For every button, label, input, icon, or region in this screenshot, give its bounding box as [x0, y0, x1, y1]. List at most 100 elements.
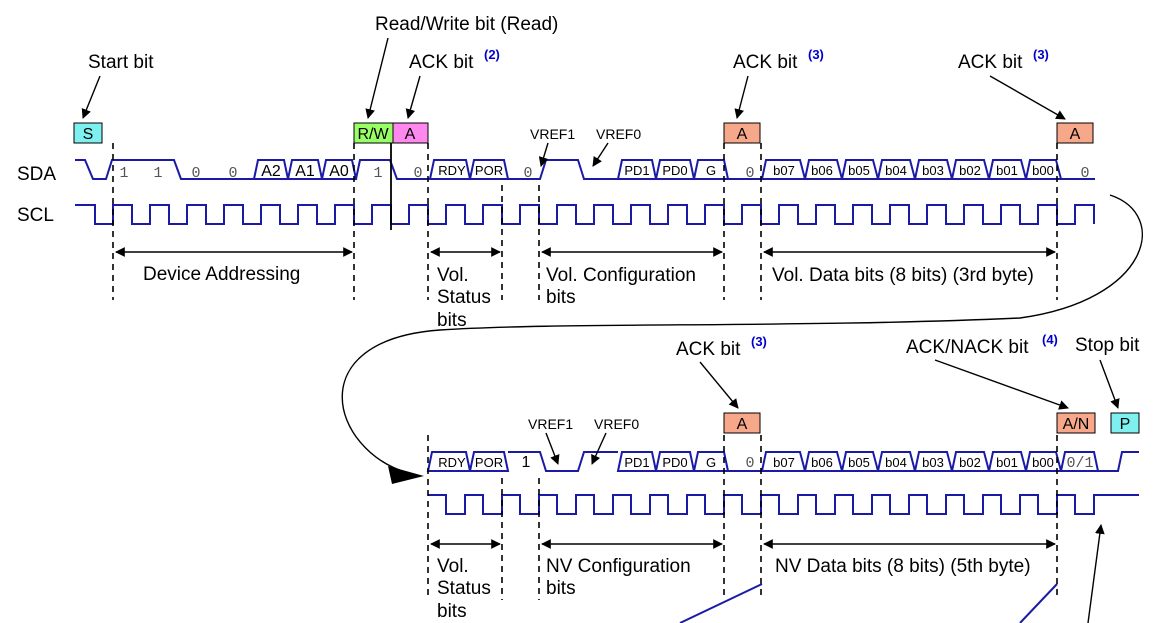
start-box: S — [73, 122, 103, 144]
svg-text:bits: bits — [546, 578, 576, 599]
data-tail-value: 0 — [1080, 165, 1089, 182]
continuation-arrowhead — [388, 466, 424, 484]
row1-guides — [112, 143, 1058, 300]
ack-nack-value: 0/1 — [1066, 455, 1093, 472]
svg-text:b04: b04 — [885, 455, 907, 470]
pd1-bit: PD1 — [624, 163, 649, 178]
svg-text:bits: bits — [437, 310, 467, 331]
ack-nack-box: A/N — [1056, 412, 1096, 434]
addr-bit-values: 1 1 0 0 — [119, 165, 237, 182]
svg-text:P: P — [1120, 416, 1131, 433]
sda-label: SDA — [17, 164, 56, 185]
stop-bit-callout: Stop bit — [1075, 335, 1140, 356]
scl-waveform-2 — [428, 494, 1139, 515]
g-bit-2: G — [706, 455, 716, 470]
pd0-bit: PD0 — [662, 163, 687, 178]
svg-text:A: A — [737, 126, 748, 143]
svg-text:NV Configuration: NV Configuration — [546, 556, 691, 577]
note-3a: (3) — [808, 47, 824, 62]
g-bit: G — [706, 163, 716, 178]
start-bit-arrow — [81, 75, 101, 119]
svg-text:b06: b06 — [811, 455, 833, 470]
vref0-arrow — [592, 142, 609, 167]
row2-guides — [427, 435, 1058, 600]
por-bit: POR — [475, 163, 503, 178]
svg-text:Vol.: Vol. — [437, 265, 469, 286]
ack-bit-callout-4: ACK bit — [676, 339, 741, 360]
ack-box-data: A — [1056, 122, 1094, 144]
sda-waveform-1 — [75, 159, 254, 180]
svg-text:b03: b03 — [922, 455, 944, 470]
ack-bit-callout-2: ACK bit — [733, 52, 798, 73]
bottom-trace-1 — [679, 583, 763, 623]
pd0-bit-2: PD0 — [662, 455, 687, 470]
note-2: (2) — [484, 47, 500, 62]
vref0-arrow-2 — [591, 432, 607, 465]
ack-bit-callout-3: ACK bit — [958, 52, 1023, 73]
note-4: (4) — [1042, 332, 1058, 347]
svg-text:b07: b07 — [773, 163, 795, 178]
sda-vref-segment — [508, 159, 618, 180]
ack-bit-callout-1: ACK bit — [409, 52, 474, 73]
data-lead-value-2: 0 — [745, 455, 754, 472]
rdy-bit: RDY — [438, 163, 466, 178]
note-3c: (3) — [751, 334, 767, 349]
rw-bit-callout: Read/Write bit (Read) — [375, 14, 558, 35]
ack-nack-callout: ACK/NACK bit — [906, 337, 1029, 358]
stop-bit-arrow — [1099, 359, 1120, 409]
svg-text:R/W: R/W — [357, 126, 389, 143]
config-lead-value-2: 1 — [522, 454, 531, 471]
ack-arrow-4 — [699, 361, 739, 409]
svg-text:S: S — [83, 126, 94, 143]
svg-text:A: A — [405, 126, 416, 143]
svg-text:0: 0 — [191, 165, 200, 182]
addr-pin-labels: A2 A1 A0 — [261, 163, 349, 180]
svg-text:1: 1 — [119, 165, 128, 182]
device-addressing-label: Device Addressing — [143, 264, 300, 285]
nv-data-label: NV Data bits (8 bits) (5th byte) — [775, 556, 1031, 577]
vref0-label: VREF0 — [596, 126, 641, 142]
svg-text:b00: b00 — [1032, 455, 1054, 470]
data-bit-labels-2: b07 b06 b05 b04 b03 b02 b01 b00 — [773, 455, 1054, 470]
ack-box-row2: A — [723, 412, 761, 434]
svg-text:b05: b05 — [848, 455, 870, 470]
svg-text:A2: A2 — [261, 163, 281, 180]
svg-text:b00: b00 — [1032, 163, 1054, 178]
svg-text:A0: A0 — [329, 163, 349, 180]
addr-pin-cells — [252, 159, 358, 180]
vref1-label-2: VREF1 — [528, 416, 573, 432]
ack-arrow-2 — [734, 75, 749, 119]
scl-label: SCL — [17, 205, 54, 226]
svg-text:b07: b07 — [773, 455, 795, 470]
data-cells-1 — [760, 159, 1063, 180]
rw-value: 1 — [373, 165, 382, 182]
rw-bit-arrow — [365, 37, 389, 119]
svg-text:b03: b03 — [922, 163, 944, 178]
data-bit-labels-1: b07 b06 b05 b04 b03 b02 b01 b00 — [773, 163, 1054, 178]
svg-text:b04: b04 — [885, 163, 907, 178]
start-bit-callout: Start bit — [88, 52, 154, 73]
stop-condition-arrow — [1087, 524, 1105, 623]
config-lead-value: 0 — [523, 165, 532, 182]
svg-text:1: 1 — [153, 165, 162, 182]
vol-data-label: Vol. Data bits (8 bits) (3rd byte) — [772, 265, 1034, 286]
data-lead-value: 0 — [745, 165, 754, 182]
svg-text:b02: b02 — [959, 163, 981, 178]
rdy-bit-2: RDY — [438, 455, 466, 470]
sda-stop-segment — [1098, 451, 1139, 472]
svg-text:0: 0 — [228, 165, 237, 182]
status-cells-2 — [426, 451, 510, 472]
svg-text:b05: b05 — [848, 163, 870, 178]
svg-text:A: A — [1070, 126, 1081, 143]
por-bit-2: POR — [475, 455, 503, 470]
note-3b: (3) — [1033, 47, 1049, 62]
nv-config-label: NV Configuration bits — [546, 556, 691, 599]
ack-box-config: A — [723, 122, 761, 144]
svg-text:Status: Status — [437, 578, 491, 599]
continuation-curve — [341, 194, 1144, 474]
scl-waveform-1 — [75, 204, 1095, 225]
ack-arrow-3 — [989, 75, 1066, 120]
vref1-label: VREF1 — [530, 126, 575, 142]
svg-text:Status: Status — [437, 287, 491, 308]
ack-nack-arrow — [934, 359, 1069, 410]
